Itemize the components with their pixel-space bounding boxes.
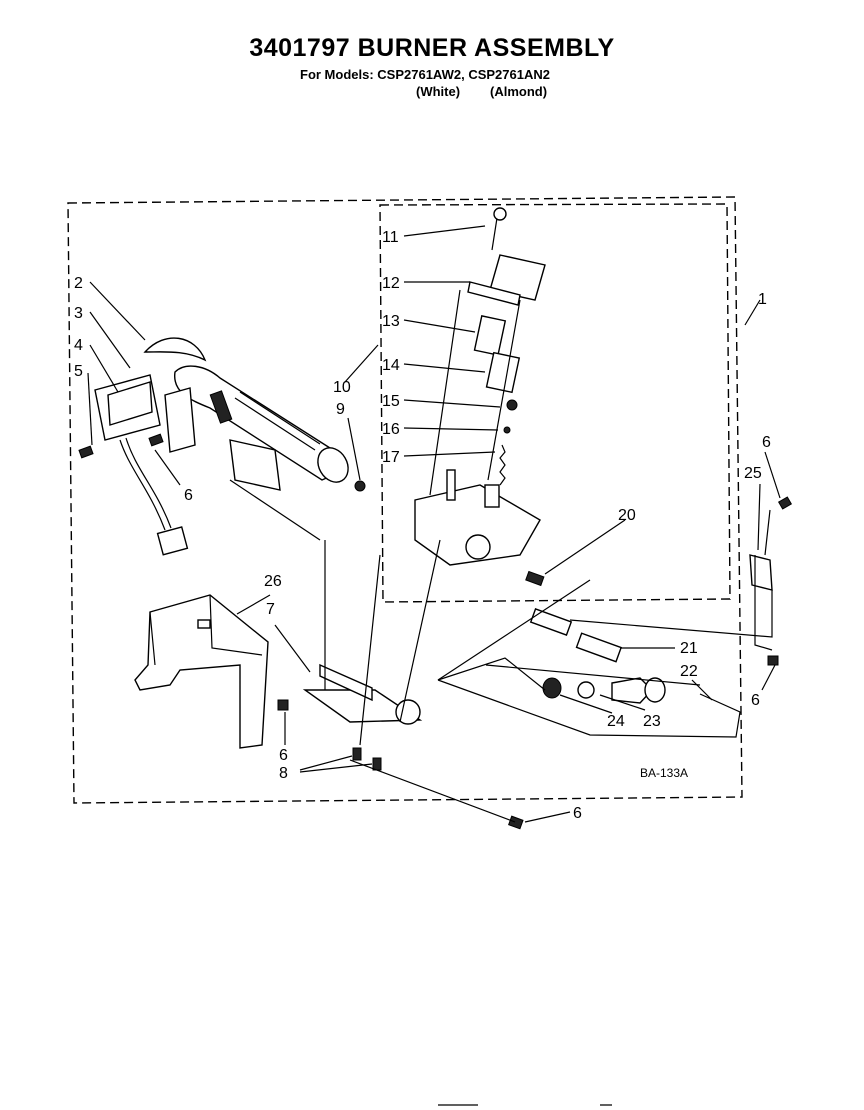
callout-21: 21 [680, 640, 698, 657]
mounting-bracket [302, 539, 441, 746]
callout-2: 2 [74, 275, 83, 292]
callout-22: 22 [680, 663, 698, 680]
callout-7: 7 [266, 601, 275, 618]
callout-15: 15 [382, 393, 400, 410]
callout-9: 9 [336, 401, 345, 418]
leader-lines [87, 225, 781, 823]
callout-16: 16 [382, 421, 400, 438]
page-title: 3401797 BURNER ASSEMBLY [249, 34, 615, 62]
callout-26: 26 [264, 573, 282, 590]
callout-20: 20 [618, 507, 636, 524]
screw-6-left [148, 433, 164, 447]
screw-6-base [277, 699, 289, 711]
callout-4: 4 [74, 337, 83, 354]
screw-8b [372, 757, 382, 771]
callout-6-base: 6 [279, 747, 288, 764]
igniter-bracket [94, 374, 196, 556]
callout-12: 12 [382, 275, 400, 292]
outer-assembly-boundary [67, 196, 743, 804]
callout-1: 1 [758, 291, 767, 308]
callout-8: 8 [279, 765, 288, 782]
base-bracket [134, 594, 269, 749]
color-white-label: (White) [416, 84, 461, 99]
valve-assembly-boundary [379, 203, 731, 603]
screw-8a [352, 747, 362, 761]
callout-6-bottom: 6 [573, 805, 582, 822]
callout-5: 5 [74, 363, 83, 380]
models-line: For Models: CSP2761AW2, CSP2761AN2 [300, 67, 550, 82]
callout-23: 23 [643, 713, 661, 730]
callout-6-right: 6 [751, 692, 760, 709]
fittings [437, 579, 741, 738]
callout-14: 14 [382, 357, 400, 374]
callout-24: 24 [607, 713, 625, 730]
callout-17: 17 [382, 449, 400, 466]
callout-25: 25 [744, 465, 762, 482]
orifice-parts [529, 579, 773, 663]
screw-6-bottom [508, 815, 524, 830]
color-almond-label: (Almond) [490, 84, 548, 99]
sensor-plate [229, 439, 321, 541]
screw-6-right [767, 655, 779, 666]
diagram-code: BA-133A [640, 766, 688, 780]
screw-9 [354, 480, 366, 492]
screw-5 [78, 445, 94, 459]
screw-20 [525, 570, 545, 587]
callout-11: 11 [382, 229, 399, 246]
leader-6-bottom [349, 759, 516, 823]
gas-valve [414, 207, 546, 566]
callout-3: 3 [74, 305, 83, 322]
callout-6-left: 6 [184, 487, 193, 504]
side-bracket [749, 496, 793, 651]
burner-tube [143, 337, 349, 483]
callout-13: 13 [382, 313, 400, 330]
callout-10: 10 [333, 379, 351, 396]
callout-6-right-top: 6 [762, 434, 771, 451]
